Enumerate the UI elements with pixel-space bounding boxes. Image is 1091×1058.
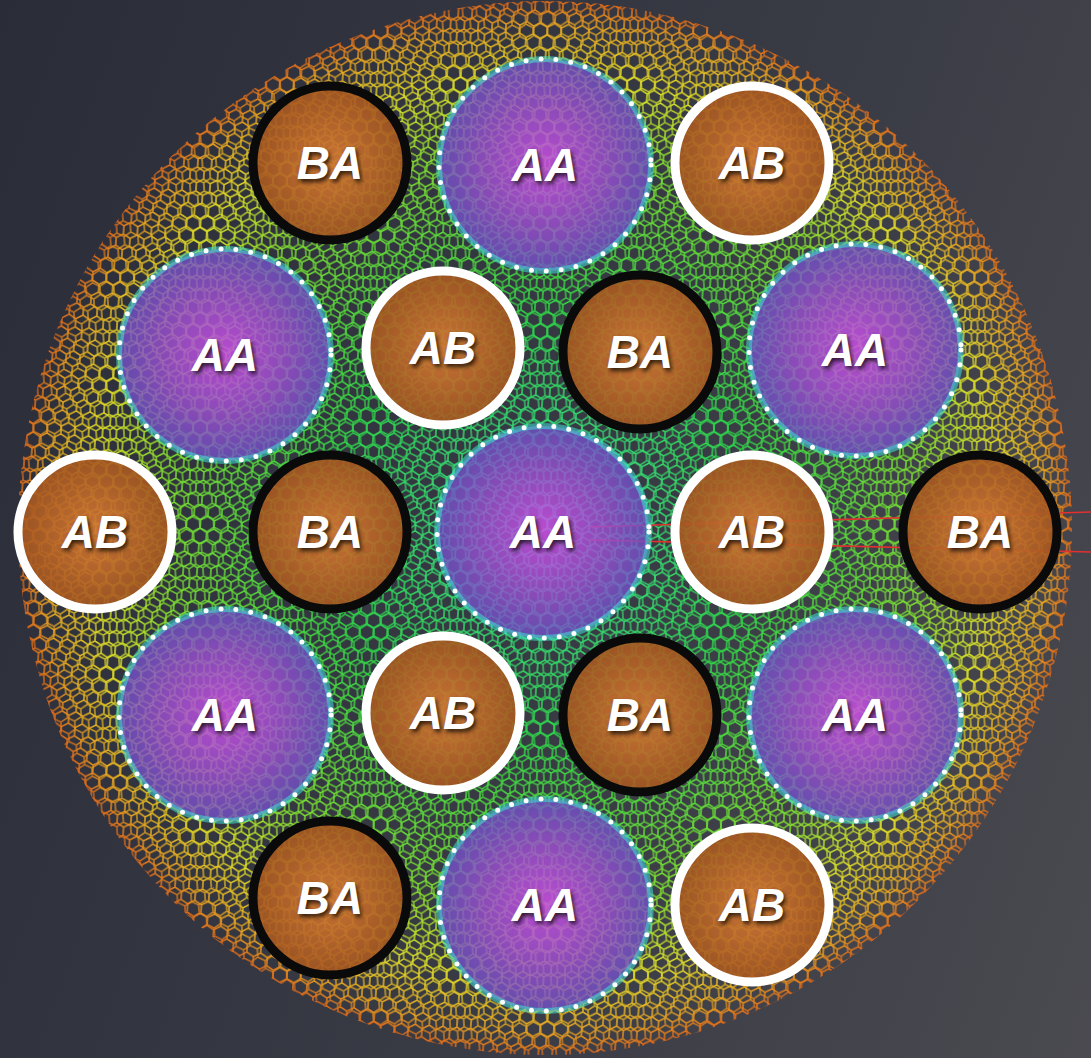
stacking-region: BA <box>558 633 722 797</box>
stacking-region: AB <box>361 266 525 430</box>
dotted-border <box>437 426 649 638</box>
lattice-disc <box>18 1 1072 1055</box>
stacking-label: AB <box>410 325 476 371</box>
aa-region: AA <box>745 605 965 825</box>
aa-region: AA <box>115 245 335 465</box>
aa-fill <box>749 609 961 821</box>
stacking-label: BA <box>297 875 363 921</box>
aa-region: AA <box>745 240 965 460</box>
white-ring <box>366 636 520 790</box>
stacking-label: AA <box>192 692 258 738</box>
stacking-region: BA <box>248 816 412 980</box>
aa-region: AA <box>435 795 655 1015</box>
stacking-label: AB <box>62 509 128 555</box>
aa-region: AA <box>435 55 655 275</box>
dotted-border <box>749 609 961 821</box>
stacking-region: BA <box>898 450 1062 614</box>
stacking-region: AB <box>13 450 177 614</box>
dotted-border <box>439 799 651 1011</box>
stacking-region: AB <box>670 823 834 987</box>
white-ring <box>675 828 829 982</box>
stacking-label: AA <box>192 332 258 378</box>
aa-fill <box>437 426 649 638</box>
stacking-region: AB <box>670 450 834 614</box>
dotted-border <box>119 249 331 461</box>
black-ring <box>253 86 407 240</box>
white-ring <box>675 86 829 240</box>
stacking-label: AA <box>510 509 576 555</box>
stacking-region: BA <box>248 81 412 245</box>
stacking-region: BA <box>558 270 722 434</box>
aa-fill <box>119 249 331 461</box>
stacking-label: AB <box>719 882 785 928</box>
white-ring <box>18 455 172 609</box>
stacking-label: AA <box>822 692 888 738</box>
stacking-label: AB <box>719 509 785 555</box>
aa-region: AA <box>433 422 653 642</box>
stacking-label: BA <box>297 140 363 186</box>
stacking-label: BA <box>297 509 363 555</box>
aa-fill <box>439 799 651 1011</box>
white-ring <box>675 455 829 609</box>
aa-fill <box>119 609 331 821</box>
black-ring <box>253 455 407 609</box>
stacking-region: AB <box>361 631 525 795</box>
stacking-label: AB <box>410 690 476 736</box>
stacking-region: AB <box>670 81 834 245</box>
black-ring <box>563 275 717 429</box>
black-ring <box>253 821 407 975</box>
stacking-label: AB <box>719 140 785 186</box>
aa-region: AA <box>115 605 335 825</box>
stacking-label: BA <box>947 509 1013 555</box>
black-ring <box>563 638 717 792</box>
aa-fill <box>439 59 651 271</box>
stacking-label: AA <box>512 142 578 188</box>
stacking-label: BA <box>607 692 673 738</box>
stacking-label: AA <box>512 882 578 928</box>
dotted-border <box>439 59 651 271</box>
dotted-border <box>119 609 331 821</box>
dotted-border <box>749 244 961 456</box>
stacking-label: AA <box>822 327 888 373</box>
stacking-label: BA <box>607 329 673 375</box>
aa-fill <box>749 244 961 456</box>
black-ring <box>903 455 1057 609</box>
stacking-region: BA <box>248 450 412 614</box>
white-ring <box>366 271 520 425</box>
